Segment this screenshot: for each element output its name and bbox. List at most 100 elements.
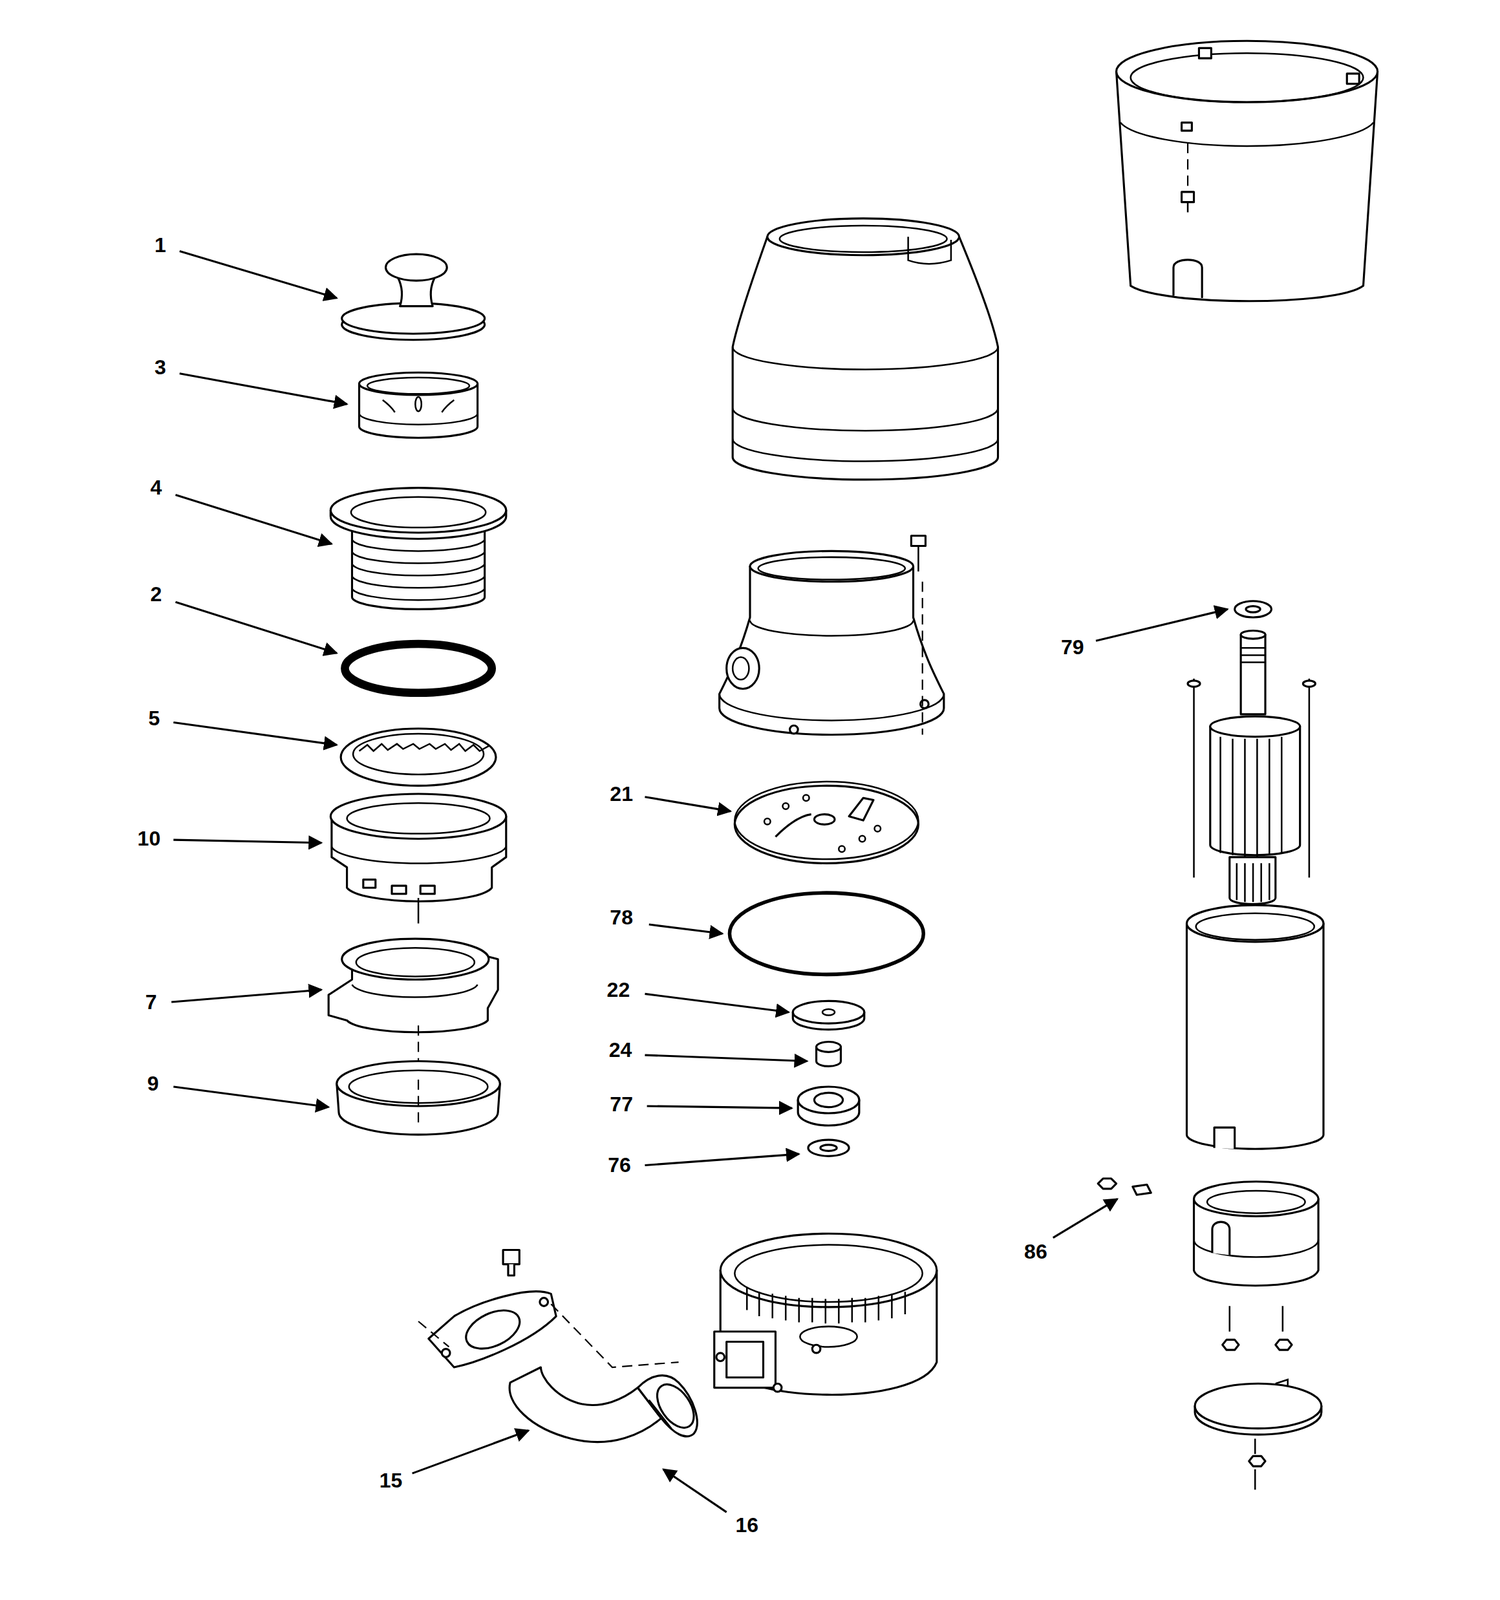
lower-housing [714, 1233, 937, 1395]
grind-housing [719, 535, 944, 736]
callout-number: 10 [136, 827, 163, 850]
strainer [382, 400, 454, 413]
mounting-ring [363, 879, 376, 889]
support-ring [417, 1025, 419, 1061]
lower-housing [812, 1344, 821, 1354]
callout-number: 5 [146, 707, 161, 730]
sound-shield [1181, 122, 1193, 132]
grind-housing [917, 546, 920, 572]
discharge-elbow [428, 1291, 557, 1368]
lower-housing [773, 1383, 782, 1393]
armature [1240, 631, 1266, 640]
sink-flange [330, 488, 506, 610]
grind-housing [719, 566, 944, 735]
end-bell [1212, 1221, 1230, 1255]
stator-housing [1196, 913, 1315, 941]
turntable [764, 818, 771, 825]
sound-shield [1187, 202, 1190, 213]
bottom-plate [1194, 1383, 1322, 1429]
grind-housing [758, 557, 906, 580]
mounting-ring [347, 803, 491, 834]
lower-housing [716, 1353, 725, 1362]
lower-housing [734, 1245, 922, 1303]
hopper-shell [732, 347, 998, 370]
strainer [367, 377, 470, 394]
armature [1210, 716, 1301, 738]
callout-number: 22 [605, 978, 632, 1001]
sound-shield [1181, 192, 1195, 203]
shaft-washer [1234, 601, 1272, 618]
end-bell [1207, 1190, 1306, 1214]
snap-ring [417, 1079, 419, 1123]
callout-number: 9 [146, 1072, 161, 1095]
grind-housing [921, 581, 924, 736]
strainer [415, 396, 421, 412]
armature [1210, 726, 1301, 856]
leader-arrow [644, 993, 789, 1012]
mounting-ring [330, 793, 506, 839]
end-bell [1222, 1339, 1239, 1350]
leader-arrow [412, 1430, 529, 1474]
armature [1240, 634, 1266, 715]
stopper [398, 277, 436, 306]
leader-arrow [649, 924, 723, 934]
armature [1236, 863, 1270, 902]
support-ring [328, 938, 498, 1061]
callout-number: 2 [149, 583, 164, 606]
stator-housing [1186, 905, 1323, 1149]
leader-arrow [173, 839, 322, 844]
lower-housing [746, 1287, 906, 1324]
bottom-plate [1254, 1469, 1257, 1491]
hex-nut [1132, 1184, 1151, 1195]
gasket [344, 643, 492, 694]
grind-housing [719, 693, 944, 721]
bearing [797, 1086, 860, 1126]
leader-arrow [644, 1055, 807, 1061]
shaft-washer [1234, 601, 1272, 618]
sink-flange [330, 488, 506, 533]
bearing [797, 1086, 860, 1114]
leader-arrow [179, 373, 348, 405]
sink-flange [351, 538, 485, 600]
leader-arrow [173, 1086, 329, 1108]
armature [1240, 647, 1266, 663]
discharge-elbow [509, 1367, 662, 1443]
mounting-ring [417, 898, 420, 924]
snap-ring [336, 1061, 501, 1136]
leader-arrow [1053, 1199, 1118, 1239]
slinger [792, 1000, 864, 1030]
bottom-plate [1275, 1379, 1288, 1386]
discharge-elbow [649, 1377, 702, 1435]
leader-arrow [647, 1106, 793, 1109]
support-ring [342, 938, 489, 980]
leader-arrow [644, 1154, 799, 1166]
turntable [859, 835, 866, 842]
hopper-shell [732, 236, 998, 480]
hopper-shell [779, 225, 948, 253]
discharge-elbow [418, 1250, 702, 1443]
o-ring [729, 892, 924, 975]
sound-shield [1116, 40, 1378, 301]
support-ring [351, 984, 478, 997]
turntable [775, 814, 811, 838]
gasket [344, 643, 492, 694]
sound-shield [1120, 122, 1374, 147]
turntable [803, 795, 809, 802]
grind-housing [790, 725, 799, 734]
leader-arrow [175, 495, 332, 545]
callout-number: 3 [153, 356, 168, 379]
lower-housing [714, 1331, 776, 1389]
leader-arrow [663, 1469, 727, 1513]
o-ring [729, 892, 924, 975]
end-bell [1194, 1181, 1319, 1217]
armature [1229, 857, 1276, 905]
bearing [814, 1092, 843, 1107]
callout-number: 21 [608, 782, 635, 805]
callout-number: 79 [1059, 636, 1086, 659]
callout-number: 24 [607, 1039, 634, 1061]
stator-housing [1186, 905, 1323, 943]
leader-arrow [175, 601, 337, 654]
callout-number: 78 [608, 906, 635, 929]
sleeve [816, 1042, 842, 1053]
